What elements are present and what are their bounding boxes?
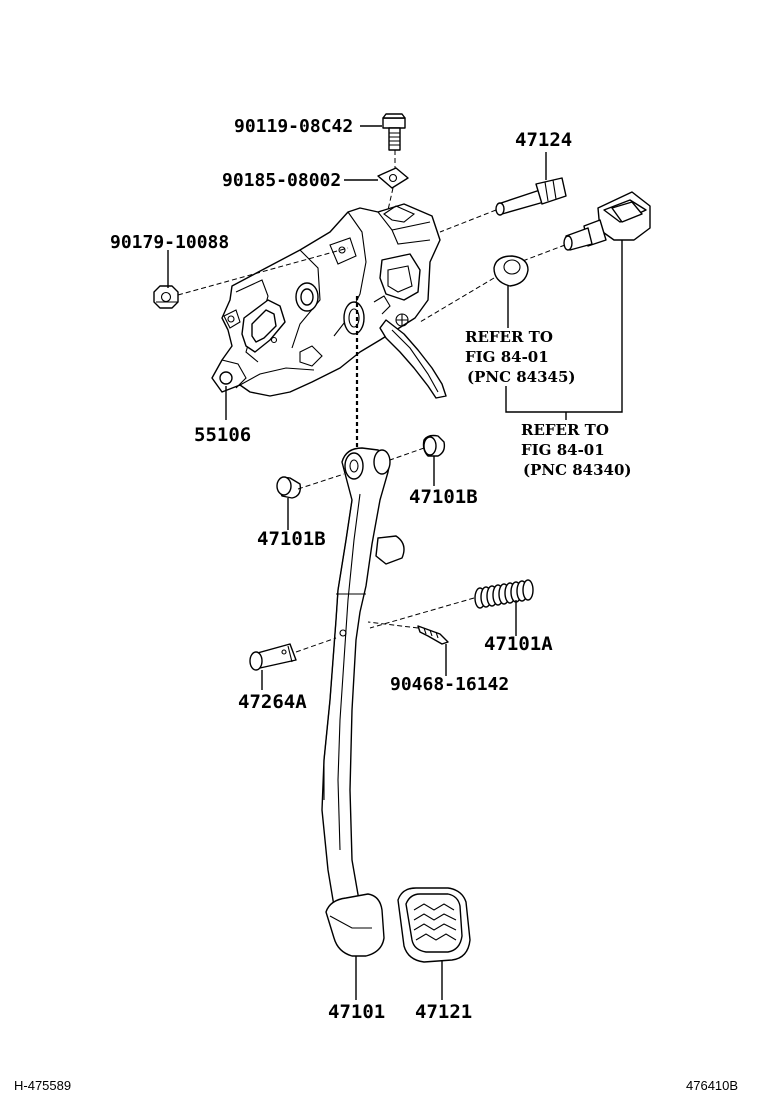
label-bushing-right: 47101B (409, 486, 478, 508)
refer-note-b: REFER TO FIG 84-01 (PNC 84340) (521, 421, 632, 479)
label-bracket: 55106 (194, 424, 251, 446)
clevis-pin (249, 643, 297, 671)
clip (417, 625, 449, 645)
refer-a-line3: (PNC 84345) (467, 368, 576, 386)
footer-right-code: 476410B (686, 1078, 738, 1093)
label-pin-shaft: 47124 (515, 129, 572, 151)
pedal-pad-plate (325, 893, 385, 957)
pedal-arm (321, 447, 405, 919)
pedal-rubber-pad (397, 887, 471, 963)
label-pedal: 47101 (328, 1001, 385, 1023)
pedal-shaft (495, 177, 567, 216)
refer-b-line2: FIG 84-01 (521, 441, 605, 459)
refer-b-line3: (PNC 84340) (523, 461, 632, 479)
refer-note-a: REFER TO FIG 84-01 (PNC 84345) (465, 328, 576, 386)
bracket-arm (379, 319, 447, 399)
flange-nut (153, 285, 179, 309)
bolt (382, 113, 406, 151)
pedal-bracket (211, 203, 441, 397)
label-spring: 47101A (484, 633, 553, 655)
stop-lamp-switch (563, 191, 651, 251)
footer-left-code: H-475589 (14, 1078, 71, 1093)
stopper-cushion (493, 255, 529, 287)
label-clip: 90468-16142 (390, 674, 509, 695)
refer-a-line1: REFER TO (465, 328, 553, 346)
bushing-right (422, 434, 446, 457)
refer-b-line1: REFER TO (521, 421, 609, 439)
nut-plate (377, 167, 409, 189)
bushing-left (276, 476, 302, 499)
label-bushing-left: 47101B (257, 528, 326, 550)
label-nut-plate: 90185-08002 (222, 170, 341, 191)
refer-a-line2: FIG 84-01 (465, 348, 549, 366)
label-pin: 47264A (238, 691, 307, 713)
refer-b-leader (505, 240, 623, 413)
label-nut: 90179-10088 (110, 232, 229, 253)
label-bolt: 90119-08C42 (234, 116, 353, 137)
label-pad: 47121 (415, 1001, 472, 1023)
return-spring (474, 579, 534, 609)
